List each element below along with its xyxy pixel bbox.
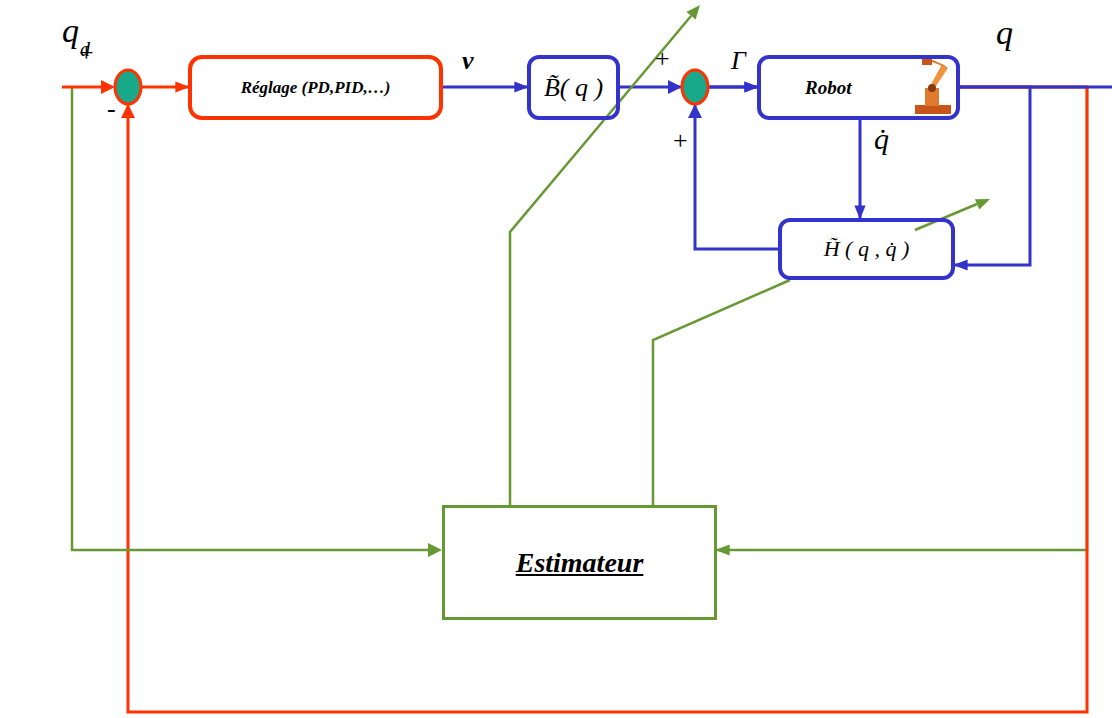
signal-name: q̇	[872, 122, 891, 156]
box-label: Estimateur	[516, 547, 644, 579]
signal-line	[443, 86, 527, 89]
arrowhead	[688, 104, 702, 118]
box-label: B̃( q )	[544, 73, 603, 103]
signal-line	[859, 120, 862, 218]
robot-box: Robot	[757, 55, 960, 120]
adjustment-arrow	[915, 204, 977, 230]
signal-line	[653, 280, 790, 505]
controller-box: Réglage (PD,PID,…)	[188, 55, 443, 120]
signal-name: q	[62, 12, 79, 50]
arrowhead	[121, 104, 135, 118]
summing-junction	[115, 70, 141, 104]
signal-line	[510, 120, 604, 505]
robot-icon	[915, 57, 951, 114]
estimator-input-wire	[72, 87, 430, 550]
summing-junction	[682, 70, 708, 104]
signal-line	[955, 87, 1030, 265]
signal-line	[695, 87, 778, 249]
arrowhead	[686, 5, 700, 20]
sign: +	[655, 44, 670, 74]
sign: +	[673, 126, 688, 156]
signal-line	[717, 87, 1087, 550]
sign: +	[79, 38, 94, 68]
signal-name: v	[460, 46, 476, 76]
arrowhead	[428, 543, 442, 557]
box-label: Réglage (PD,PID,…)	[241, 78, 391, 98]
estimator-box: Estimateur	[442, 505, 717, 620]
arrowhead	[668, 80, 682, 94]
box-label: H̃ ( q , q̇ )	[824, 236, 910, 262]
signal-line	[128, 87, 1087, 712]
sign: -	[107, 94, 116, 124]
dynamics-compensation-box: H̃ ( q , q̇ )	[778, 218, 955, 280]
arrowhead	[975, 199, 990, 209]
inertia-matrix-box: B̃( q )	[527, 55, 620, 120]
arrowhead	[101, 80, 115, 94]
output-wire	[960, 86, 1112, 89]
signal-name: q	[996, 14, 1013, 52]
box-label: Robot	[805, 77, 851, 99]
setpoint-wire	[62, 86, 103, 89]
signal-name: Γ	[729, 46, 748, 76]
